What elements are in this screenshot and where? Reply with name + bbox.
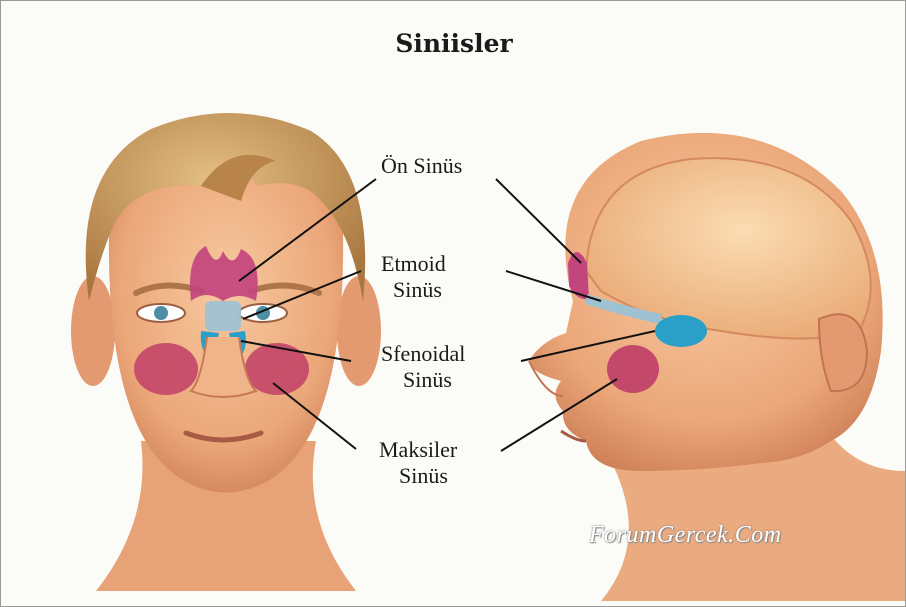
- label-frontal-text: Ön Sinüs: [381, 153, 462, 178]
- watermark: ForumGercek.Com: [589, 522, 782, 549]
- label-maxillary-line2: Sinüs: [379, 463, 457, 489]
- label-maxillary-line1: Maksiler: [379, 437, 457, 463]
- label-ethmoid-line1: Etmoid: [381, 251, 446, 277]
- label-sphenoid-line2: Sinüs: [381, 367, 465, 393]
- label-ethmoid-sinus: Etmoid Sinüs: [381, 251, 446, 303]
- label-frontal-sinus: Ön Sinüs: [381, 153, 462, 179]
- diagram-title: Siniisler: [1, 29, 906, 58]
- label-sphenoid-line1: Sfenoidal: [381, 341, 465, 367]
- label-sphenoid-sinus: Sfenoidal Sinüs: [381, 341, 465, 393]
- front-face-illustration: [71, 113, 381, 591]
- label-maxillary-sinus: Maksiler Sinüs: [379, 437, 457, 489]
- label-ethmoid-line2: Sinüs: [381, 277, 446, 303]
